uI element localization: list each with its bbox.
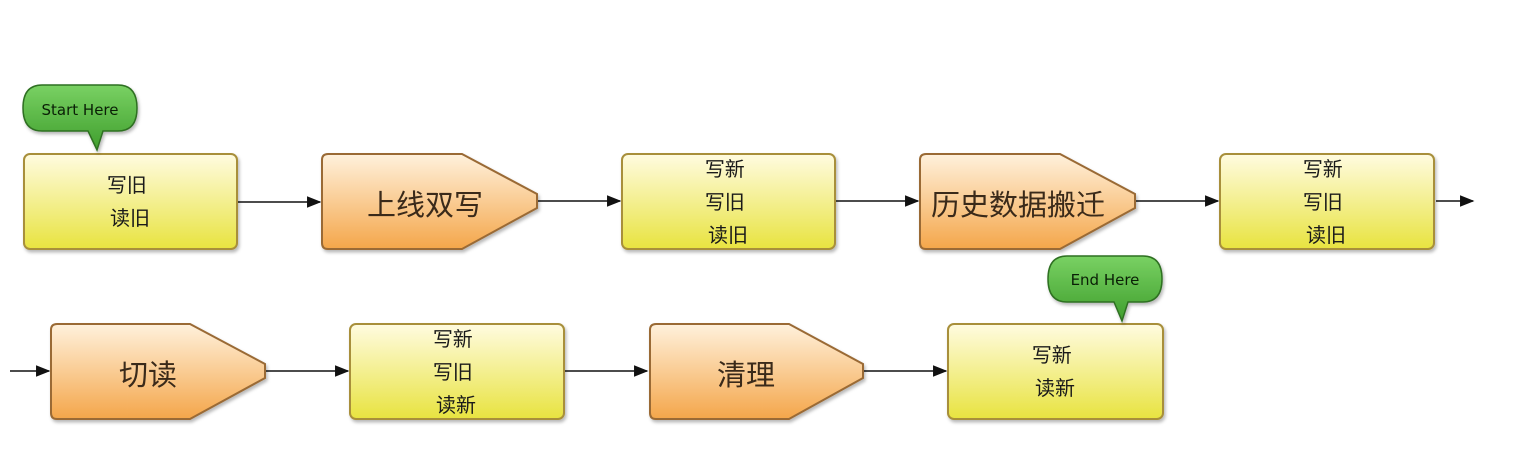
state2-line2: 写旧 [705,190,745,214]
svg-text:写新 写旧 读旧: 写新 写旧 读旧 [1303,157,1349,247]
state2-line3: 读旧 [708,223,748,247]
state1-line2: 读旧 [110,206,150,230]
state1-line1: 写旧 [107,173,147,197]
action1-label: 上线双写 [367,188,483,222]
state-node-4 [349,323,565,420]
state4-line2: 写旧 [433,360,473,384]
state-node-5 [947,323,1164,420]
svg-text:写新 读新: 写新 读新 [1032,343,1078,400]
start-here-bubble [22,84,138,153]
state3-line2: 写旧 [1303,190,1343,214]
state3-line1: 写新 [1303,157,1343,181]
state5-line1: 写新 [1032,343,1072,367]
state3-line3: 读旧 [1306,223,1346,247]
svg-text:写新 写旧 读旧: 写新 写旧 读旧 [705,157,751,247]
action-node-3 [50,323,266,420]
state4-line1: 写新 [433,327,473,351]
state5-line2: 读新 [1035,376,1075,400]
action-node-4 [649,323,864,420]
state-node-2 [621,153,836,250]
state4-line3: 读新 [436,393,476,417]
action4-label: 清理 [717,358,775,392]
state-node-3 [1219,153,1435,250]
action-node-1 [321,153,538,250]
action-node-2 [919,153,1136,250]
end-here-bubble [1047,255,1163,324]
action3-label: 切读 [119,358,177,392]
svg-text:写旧 读旧: 写旧 读旧 [107,173,153,230]
state2-line1: 写新 [705,157,745,181]
start-here-label: Start Here [42,101,119,119]
state-node-1 [23,153,238,250]
connectors-row1 [238,195,1475,208]
svg-text:写新 写旧 读新: 写新 写旧 读新 [433,327,479,417]
action2-label: 历史数据搬迁 [931,188,1105,222]
end-here-label: End Here [1071,271,1140,289]
